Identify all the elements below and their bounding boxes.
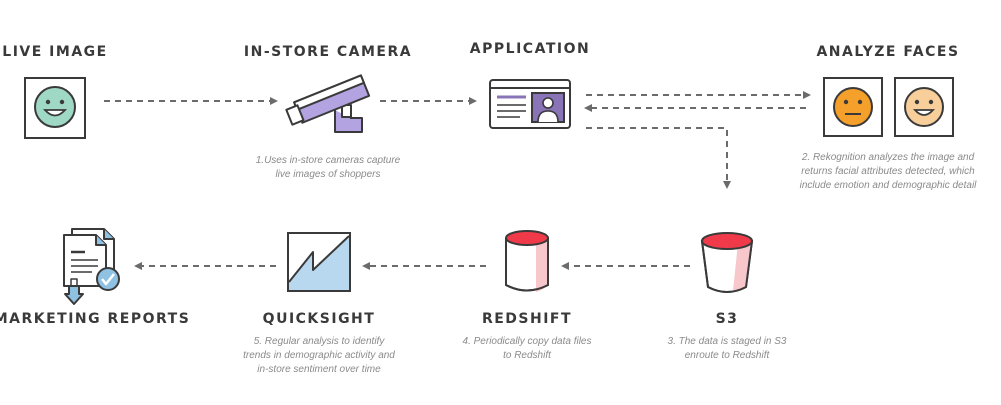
- redshift-note: 4. Periodically copy data files to Redsh…: [463, 335, 592, 363]
- note-line: trends in demographic activity and: [243, 350, 395, 361]
- live-image-title: LIVE IMAGE: [2, 44, 108, 60]
- live-image-icon: [24, 77, 86, 139]
- note-line: to Redshift: [503, 350, 551, 361]
- redshift-title: REDSHIFT: [481, 311, 573, 327]
- arrow-app-to-s3: [586, 127, 731, 189]
- note-line: 1.Uses in-store cameras capture: [255, 155, 401, 166]
- neutral-face-icon: [823, 77, 883, 137]
- note-line: enroute to Redshift: [684, 350, 770, 361]
- note-line: 5. Regular analysis to identify: [253, 336, 385, 347]
- application-window-icon: [489, 79, 571, 129]
- happy-face-icon: [894, 77, 954, 137]
- quicksight-chart-icon: [287, 232, 351, 292]
- note-line: live images of shoppers: [275, 169, 381, 180]
- analyze-faces-title: ANALYZE FACES: [816, 44, 960, 60]
- note-line: 2. Rekognition analyzes the image and: [801, 152, 975, 163]
- marketing-reports-icon: [63, 228, 120, 305]
- marketing-reports-title: MARKETING REPORTS: [0, 311, 191, 327]
- s3-note: 3. The data is staged in S3 enroute to R…: [668, 335, 787, 363]
- application-title: APPLICATION: [469, 41, 591, 57]
- in-store-camera-note: 1.Uses in-store cameras capture live ima…: [256, 154, 401, 182]
- analyze-faces-note: 2. Rekognition analyzes the image and re…: [800, 151, 977, 193]
- note-line: include emotion and demographic detail: [799, 180, 977, 191]
- quicksight-title: QUICKSIGHT: [262, 311, 376, 327]
- note-line: 4. Periodically copy data files: [462, 336, 592, 347]
- s3-bucket-icon: [700, 232, 754, 293]
- s3-title: S3: [715, 311, 739, 327]
- redshift-database-icon: [505, 230, 549, 292]
- security-camera-icon: [285, 74, 371, 133]
- quicksight-note: 5. Regular analysis to identify trends i…: [243, 335, 395, 377]
- in-store-camera-title: IN-STORE CAMERA: [243, 44, 413, 60]
- note-line: 3. The data is staged in S3: [667, 336, 787, 347]
- note-line: returns facial attributes detected, whic…: [801, 166, 975, 177]
- note-line: in-store sentiment over time: [257, 364, 381, 375]
